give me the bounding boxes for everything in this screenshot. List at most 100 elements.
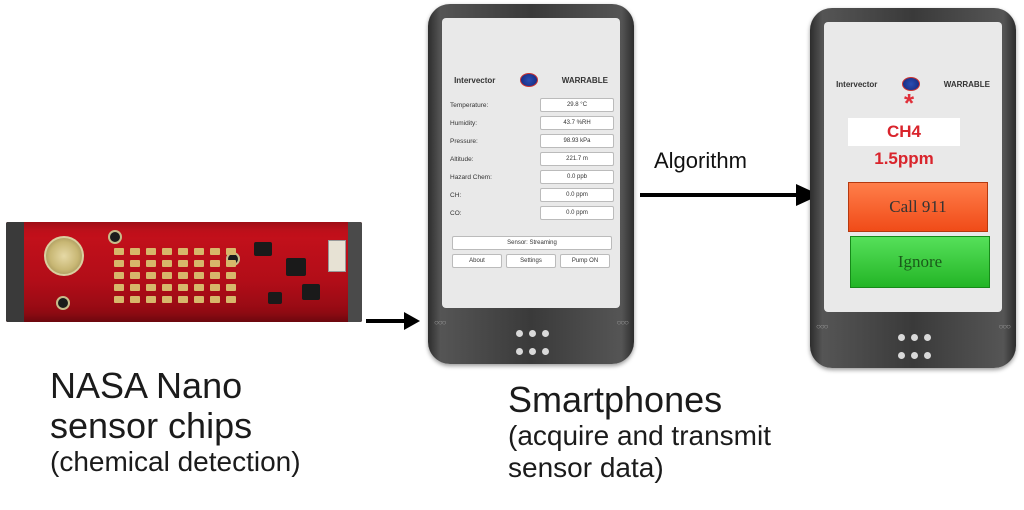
reading-value: 0.0 ppm [540, 206, 614, 220]
nasa-logo-icon [901, 77, 920, 91]
reading-label: Hazard Chem: [450, 173, 492, 181]
gas-label-box [848, 118, 960, 146]
sensor-pad [146, 284, 156, 291]
phone-caption-line3: sensor data) [508, 452, 664, 483]
sensor-pad [130, 260, 140, 267]
sensor-pad [146, 296, 156, 303]
settings-button[interactable]: Settings [506, 254, 556, 268]
reading-label: CO: [450, 209, 462, 217]
reading-row: Humidity: 43.7 %RH [450, 114, 614, 132]
sensor-status-bar[interactable]: Sensor: Streaming [452, 236, 612, 250]
speaker-dots-left: ○○○ [434, 318, 446, 327]
reading-row: Temperature: 29.8 °C [450, 96, 614, 114]
about-button[interactable]: About [452, 254, 502, 268]
sensor-caption-line2: sensor chips [50, 405, 253, 446]
gas-concentration: 1.5ppm [874, 149, 934, 168]
sensor-pad [194, 272, 204, 279]
reading-label: Temperature: [450, 101, 489, 109]
sensor-pad [114, 284, 124, 291]
sensor-pad [146, 260, 156, 267]
sensor-pad [114, 272, 124, 279]
sensor-pad [210, 260, 220, 267]
sensor-pad [178, 248, 188, 255]
speaker-dots-right: ○○○ [616, 318, 629, 327]
sensor-pad [226, 272, 236, 279]
sensor-pad [146, 272, 156, 279]
reading-row: CO: 0.0 ppm [450, 204, 614, 222]
app-logo-bar: Intervector WARRABLE [442, 70, 620, 90]
sensor-pad [162, 296, 172, 303]
ignore-button[interactable]: Ignore [850, 236, 990, 288]
speaker-dots-left: ○○○ [816, 322, 828, 331]
reading-label: Humidity: [450, 119, 478, 127]
chip-connector [328, 240, 346, 272]
reading-row: Altitude:221.7 m [450, 150, 614, 168]
sensor-pad [194, 260, 204, 267]
reading-value: 0.0 ppm [540, 188, 614, 202]
alert-screen: Intervector WARRABLE * CH4 1.5ppm Call 9… [824, 22, 1002, 312]
sensor-pad-array [114, 248, 244, 308]
sensor-pad [130, 284, 140, 291]
sensor-pad [194, 284, 204, 291]
reading-row: CH: 0.0 ppm [450, 186, 614, 204]
reading-value: 98.93 kPa [540, 134, 614, 148]
reading-value: 221.7 m [540, 152, 614, 166]
wearable-logo-text: WARRABLE [943, 79, 990, 89]
phone-keypad-dots [898, 334, 932, 362]
sensor-pad [210, 296, 220, 303]
sensor-pad [162, 260, 172, 267]
sensor-caption-line3: (chemical detection) [50, 446, 301, 477]
sensor-pad [114, 296, 124, 303]
sensor-pad [226, 248, 236, 255]
intervector-logo-text: Intervector [836, 79, 878, 89]
phone-caption: Smartphones (acquire and transmit sensor… [508, 380, 771, 484]
wearable-logo-text: WARRABLE [561, 75, 608, 85]
sensor-pad [162, 284, 172, 291]
sensor-pad [194, 248, 204, 255]
sensor-caption-line1: NASA Nano [50, 365, 243, 406]
sensor-pad [210, 272, 220, 279]
chip-ic [302, 284, 320, 300]
algorithm-label: Algorithm [654, 148, 747, 173]
sensor-pad [114, 260, 124, 267]
alert-asterisk: * [904, 88, 915, 118]
sensor-pad [130, 272, 140, 279]
sensor-pad [146, 248, 156, 255]
phone-caption-line1: Smartphones [508, 379, 723, 420]
chip-mount-hole [56, 296, 70, 310]
speaker-dots-right: ○○○ [998, 322, 1011, 331]
chip-edge-left [6, 222, 24, 322]
chip-ic [286, 258, 306, 276]
pump-on-button[interactable]: Pump ON [560, 254, 610, 268]
reading-label: CH: [450, 191, 462, 199]
call-911-button[interactable]: Call 911 [848, 182, 988, 232]
sensor-readings-list: Temperature: 29.8 °C Humidity: 43.7 %RH Pres… [450, 96, 614, 222]
nasa-logo-icon [519, 73, 538, 87]
phone-caption-line2: (acquire and transmit [508, 420, 772, 451]
reading-value: 29.8 °C [540, 98, 614, 112]
sensor-pad [130, 296, 140, 303]
reading-row: Hazard Chem: 0.0 ppb [450, 168, 614, 186]
smartphone-alert: Intervector WARRABLE * CH4 1.5ppm Call 9… [810, 8, 1016, 368]
chip-ic [254, 242, 272, 256]
sensor-pad [194, 296, 204, 303]
chip-ic [268, 292, 282, 304]
sensor-pad [178, 272, 188, 279]
sensor-pad [162, 272, 172, 279]
sensor-pad [226, 260, 236, 267]
reading-value: 0.0 ppb [540, 170, 614, 184]
sensor-pad [178, 296, 188, 303]
sensor-pad [178, 260, 188, 267]
sensor-pad [210, 248, 220, 255]
phone-keypad-dots [516, 330, 550, 358]
gas-name: CH4 [886, 122, 921, 141]
reading-value: 43.7 %RH [540, 116, 614, 130]
chip-round-component [44, 236, 84, 276]
algorithm-arrow [640, 184, 820, 206]
sensor-pad [226, 284, 236, 291]
smartphone-sensor-readout: Intervector WARRABLE Temperature: 29.8 °C… [428, 4, 634, 364]
sensor-pad [162, 248, 172, 255]
chip-edge-right [348, 222, 362, 322]
reading-row: Pressure:98.93 kPa [450, 132, 614, 150]
phone-screen: Intervector WARRABLE Temperature: 29.8 °C… [442, 18, 620, 308]
